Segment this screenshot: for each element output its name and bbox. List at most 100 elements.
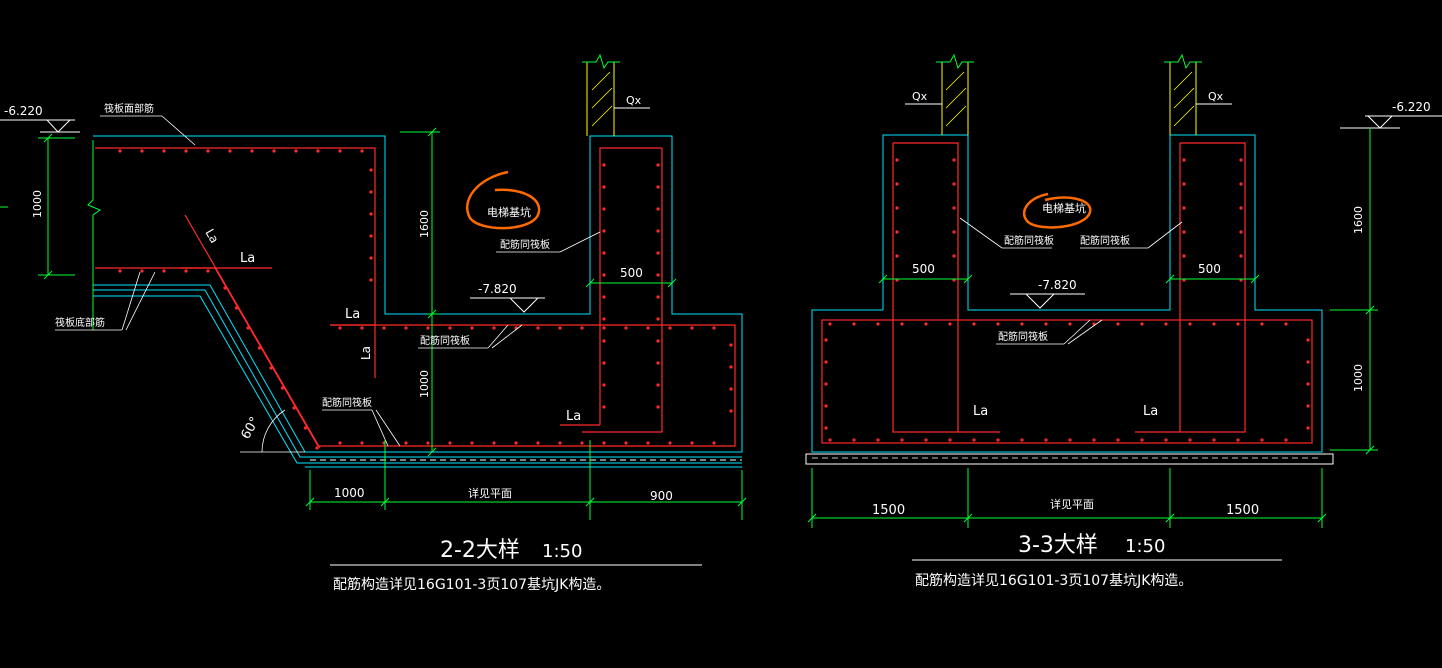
dim-left-1000: 1000 <box>0 133 75 280</box>
rebar-dot <box>246 326 250 330</box>
rebar-dot <box>426 441 430 445</box>
rebar-dot <box>448 326 452 330</box>
dim-text-bottom-1000: 1000 <box>334 486 365 500</box>
dim-bottom-2-2: 1000 详见平面 900 <box>305 440 747 520</box>
rebar-dot <box>646 326 650 330</box>
rebar-dot <box>338 441 342 445</box>
angle-marker: 60° <box>238 409 305 453</box>
la-label-1: La <box>240 251 255 266</box>
rebar-dot <box>895 158 899 162</box>
dim-text-bottom-900: 900 <box>650 489 673 503</box>
rebar-dot <box>668 326 672 330</box>
rebar-dot <box>712 441 716 445</box>
rebar-dot <box>952 230 956 234</box>
rebar-dot <box>895 254 899 258</box>
rebar-dot <box>316 149 320 153</box>
rebar-dot <box>118 149 122 153</box>
wall-tag: Qx <box>626 94 642 107</box>
rebar-dot <box>712 326 716 330</box>
dim-text-500-left: 500 <box>912 262 935 276</box>
la-label-3-3-right: La <box>1143 404 1158 419</box>
dim-text-bottom-right: 1500 <box>1226 503 1259 518</box>
level-text-top-3-3: -6.220 <box>1392 100 1431 114</box>
rebar-dot <box>536 441 540 445</box>
level-marker-top-2-2: -6.220 <box>0 104 80 133</box>
rebar-dot <box>369 278 373 282</box>
rebar-dots-2-2 <box>118 149 733 450</box>
rebar-dot <box>656 405 660 409</box>
rebar-dot <box>1140 322 1144 326</box>
rebar-dot <box>448 441 452 445</box>
dim-right-3-3: 1600 1000 <box>1330 128 1378 455</box>
rebar-dot <box>580 441 584 445</box>
rebar-bottom-raft <box>95 267 736 447</box>
rebar-dot <box>668 441 672 445</box>
rebar-dot <box>404 326 408 330</box>
rebar-dot <box>1284 322 1288 326</box>
rebar-dot <box>996 322 1000 326</box>
rebar-dot <box>900 322 904 326</box>
rebar-dot <box>1306 360 1310 364</box>
wall-2-2: Qx <box>582 53 650 136</box>
rebar-dot <box>294 149 298 153</box>
level-text-mid-3-3: -7.820 <box>1038 278 1077 292</box>
rebar-dot <box>1188 322 1192 326</box>
rebar-dot <box>602 185 606 189</box>
rebar-dot <box>470 441 474 445</box>
callouts-2-2: 筏板面部筋 筏板底部筋 配筋同筏板 配筋同筏板 配筋同筏板 <box>55 102 601 447</box>
rebar-dot <box>234 306 239 310</box>
rebar-dot <box>1182 158 1186 162</box>
rebar-dot <box>656 317 660 321</box>
rebar-dot <box>140 149 144 153</box>
rebar-dot <box>1260 322 1264 326</box>
rebar-dot <box>924 322 928 326</box>
rebar-dot <box>1116 438 1120 442</box>
rebar-dot <box>895 230 899 234</box>
rebar-dot <box>876 438 880 442</box>
level-marker-mid-2-2: -7.820 <box>470 282 545 313</box>
wall-tag-right: Qx <box>1208 90 1224 103</box>
rebar-dot <box>824 360 828 364</box>
rebar-dot <box>1212 322 1216 326</box>
dim-right-2-2: 1600 1000 <box>400 127 440 457</box>
rebar-dot <box>369 256 373 260</box>
rebar-top-raft <box>95 147 376 296</box>
rebar-dot <box>602 326 606 330</box>
rebar-dot <box>1020 322 1024 326</box>
rebar-dot <box>140 269 144 273</box>
rebar-dot <box>1239 254 1243 258</box>
wall-3-3-right: Qx <box>1164 53 1232 135</box>
rebar-dot <box>729 365 733 369</box>
rebar-dot <box>382 326 386 330</box>
rebar-dot <box>1182 254 1186 258</box>
rebar-dot <box>162 149 166 153</box>
section-scale: 1:50 <box>542 541 582 562</box>
rebar-dot <box>602 361 606 365</box>
rebar-dot <box>269 366 273 370</box>
rebar-dot <box>1068 322 1072 326</box>
rebar-dot <box>257 346 262 350</box>
rebar-dot <box>895 182 899 186</box>
label-same-raft-3-3-3: 配筋同筏板 <box>998 330 1048 343</box>
rebar-dot <box>948 322 952 326</box>
rebar-dot <box>729 409 733 413</box>
wall-3-3-left: Qx <box>905 53 974 135</box>
rebar-dot <box>369 234 373 238</box>
label-same-raft-1-3-3: 配筋同筏板 <box>1004 234 1054 247</box>
rebar-dot <box>602 295 606 299</box>
rebar-dot <box>338 326 342 330</box>
rebar-dot <box>1236 438 1240 442</box>
rebar-dot <box>729 387 733 391</box>
rebar-dot <box>656 273 660 277</box>
label-top-rebar: 筏板面部筋 <box>104 102 154 115</box>
rebar-dot <box>1306 426 1310 430</box>
rebar-dot <box>1020 438 1024 442</box>
rebar-dot <box>1044 322 1048 326</box>
rebar-dot <box>656 207 660 211</box>
rebar-dot <box>184 269 188 273</box>
section-scale-3-3: 1:50 <box>1125 536 1165 557</box>
section-title: 2-2大样 <box>440 538 520 563</box>
rebar-dot <box>996 438 1000 442</box>
dim-text-1000-3-3: 1000 <box>1352 364 1365 392</box>
dim-text-500-right: 500 <box>1198 262 1221 276</box>
